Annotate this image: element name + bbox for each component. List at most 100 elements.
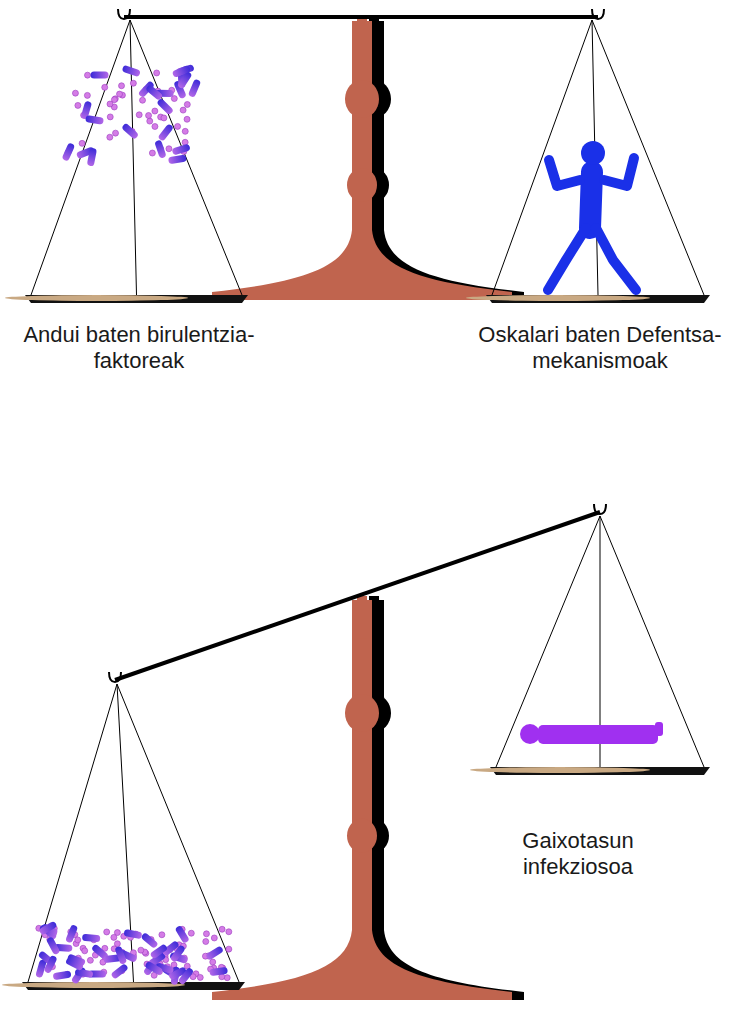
coccus bbox=[72, 90, 78, 96]
bacillus bbox=[122, 65, 141, 77]
bacillus bbox=[38, 921, 57, 936]
coccus bbox=[184, 116, 190, 122]
coccus bbox=[210, 959, 216, 965]
bacillus bbox=[170, 944, 186, 963]
stand-body bbox=[212, 17, 512, 300]
bacillus bbox=[144, 961, 163, 976]
stand-neck bbox=[357, 17, 367, 47]
stand-knob bbox=[347, 168, 377, 202]
coccus bbox=[79, 140, 85, 146]
caption-label: Andui baten birulentzia-faktoreak bbox=[14, 322, 264, 375]
bacillus bbox=[154, 140, 166, 159]
coccus bbox=[146, 112, 152, 118]
coccus bbox=[84, 92, 90, 98]
bacillus bbox=[123, 929, 142, 939]
pan-string bbox=[117, 684, 134, 982]
defender-figure bbox=[548, 141, 636, 290]
stand-knob bbox=[345, 80, 379, 118]
bacillus bbox=[209, 967, 228, 976]
stand-base bbox=[212, 930, 512, 1000]
figure-limb bbox=[548, 228, 586, 290]
bacillus bbox=[140, 932, 158, 949]
bacillus bbox=[157, 123, 174, 141]
bacillus bbox=[145, 84, 163, 101]
scale-pan bbox=[470, 516, 710, 775]
caption-label: Oskalari baten Defentsa-mekanismoak bbox=[475, 322, 725, 375]
coccus bbox=[182, 128, 188, 134]
stand-neck bbox=[357, 596, 367, 639]
figure-limb bbox=[590, 172, 592, 228]
bacillus bbox=[114, 946, 127, 965]
coccus bbox=[107, 134, 113, 140]
figure-limb bbox=[549, 160, 580, 186]
coccus bbox=[119, 83, 125, 89]
stand-column bbox=[352, 21, 372, 254]
coccus bbox=[82, 948, 88, 954]
scale-pan bbox=[466, 20, 710, 303]
bacillus bbox=[82, 934, 101, 943]
bacillus bbox=[91, 71, 109, 78]
coccus bbox=[211, 935, 217, 941]
bacillus bbox=[178, 967, 195, 985]
coccus bbox=[152, 108, 158, 114]
bacillus bbox=[188, 79, 201, 98]
bacillus bbox=[172, 65, 191, 78]
scale-stand bbox=[212, 596, 524, 1000]
bacillus bbox=[156, 98, 174, 116]
coccus bbox=[159, 932, 165, 938]
bacillus bbox=[53, 971, 72, 981]
caption-label: Gaixotasun infekziosoa bbox=[478, 828, 678, 881]
coccus bbox=[188, 930, 194, 936]
coccus bbox=[140, 97, 146, 103]
coccus bbox=[117, 91, 123, 97]
label-holder: Andui baten birulentzia-faktoreak bbox=[14, 322, 264, 375]
bacillus bbox=[205, 945, 224, 960]
bacillus bbox=[171, 143, 190, 155]
coccus bbox=[175, 123, 181, 129]
scale-pan bbox=[5, 20, 248, 303]
label-holder: Gaixotasun infekziosoa bbox=[478, 828, 678, 881]
bacillus bbox=[62, 142, 76, 161]
beam-hook bbox=[592, 9, 604, 19]
coccus bbox=[184, 101, 190, 107]
figure-limb bbox=[596, 228, 636, 290]
pan-string bbox=[31, 20, 130, 295]
coccus bbox=[152, 124, 158, 130]
coccus bbox=[197, 974, 203, 980]
pan-surface bbox=[466, 295, 650, 301]
pan-string bbox=[130, 20, 137, 295]
bacillus bbox=[43, 955, 57, 974]
coccus bbox=[182, 139, 188, 145]
beam-hook bbox=[109, 672, 121, 682]
pan-string bbox=[592, 20, 704, 295]
coccus bbox=[219, 926, 225, 932]
coccus bbox=[87, 957, 93, 963]
bacillus bbox=[110, 963, 128, 980]
bacillus bbox=[87, 148, 97, 167]
stand-knob bbox=[345, 694, 379, 732]
patient-figure bbox=[520, 722, 663, 744]
coccus bbox=[226, 946, 232, 952]
coccus bbox=[107, 101, 113, 107]
coccus bbox=[161, 115, 167, 121]
figure-feet bbox=[655, 722, 663, 736]
bacillus bbox=[168, 154, 187, 164]
coccus bbox=[171, 96, 177, 102]
stand-knob bbox=[347, 819, 377, 853]
figure-limb bbox=[604, 158, 634, 186]
bacillus bbox=[46, 936, 61, 955]
coccus bbox=[130, 80, 136, 86]
coccus bbox=[136, 112, 142, 118]
bacillus bbox=[65, 924, 78, 943]
label-holder: Oskalari baten Defentsa-mekanismoak bbox=[475, 322, 725, 375]
coccus bbox=[203, 931, 209, 937]
beam-hook bbox=[594, 504, 606, 514]
stand-base bbox=[212, 230, 512, 300]
coccus bbox=[112, 96, 118, 102]
bacillus bbox=[85, 115, 104, 125]
coccus bbox=[75, 937, 81, 943]
scale-beam bbox=[124, 15, 598, 19]
stand-body bbox=[212, 596, 512, 1000]
coccus bbox=[104, 929, 110, 935]
